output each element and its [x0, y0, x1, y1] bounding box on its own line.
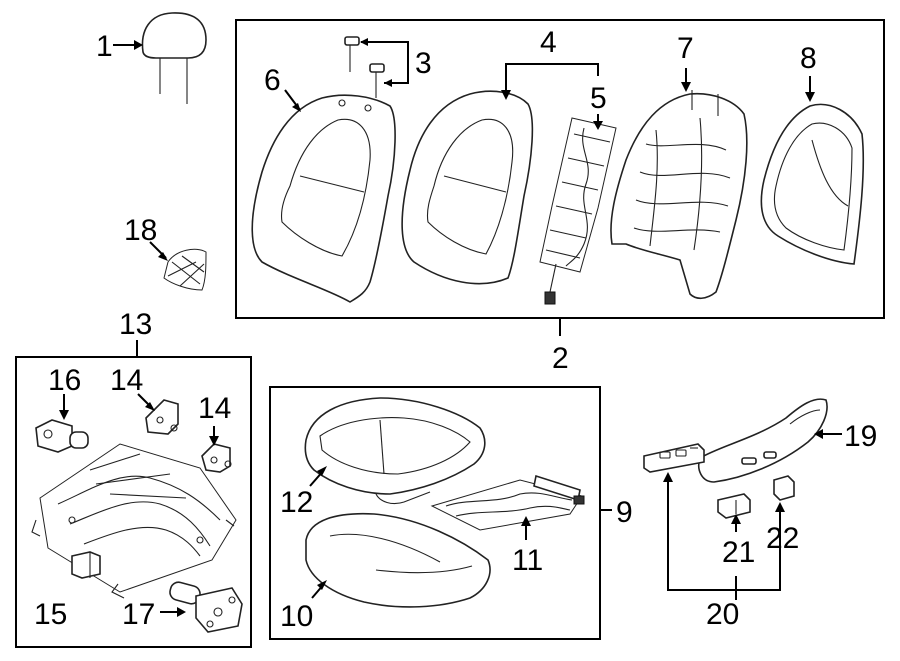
callout-11-arrowhead [521, 516, 531, 526]
callout-6: 6 [264, 64, 281, 97]
callout-12: 12 [280, 486, 313, 519]
callout-19: 19 [844, 420, 877, 453]
cushion-heater-part [430, 474, 585, 531]
slide-motor-part [169, 581, 243, 633]
callout-16-arrowhead [59, 410, 69, 420]
callout-14a-arrowhead [145, 402, 155, 411]
callout-7: 7 [677, 32, 694, 65]
callout-5-arrowhead [593, 121, 603, 130]
callout-14b: 14 [198, 392, 231, 425]
callout-3-arrowhead-a [360, 38, 368, 46]
cushion-cover-part [304, 397, 486, 505]
seat-back-panel-part [760, 103, 865, 265]
callout-6-arrowhead [292, 103, 301, 112]
callout-3-leader [361, 41, 409, 84]
callout-17-arrowhead [177, 607, 186, 617]
callout-20: 20 [706, 598, 739, 631]
callout-19-arrowhead [814, 429, 823, 439]
callout-10-arrowhead [317, 580, 327, 590]
callout-13: 13 [119, 308, 152, 341]
knob-part [717, 493, 751, 519]
cushion-pad-part [305, 512, 491, 608]
callout-20-arrowhead-b [775, 502, 785, 512]
callout-4: 4 [540, 26, 557, 59]
seat-heater-part [539, 117, 617, 305]
callout-3-arrowhead-b [384, 79, 392, 87]
callout-9: 9 [616, 496, 633, 529]
callout-1-arrowhead [134, 40, 143, 50]
seat-switch-part [643, 443, 705, 473]
callout-16: 16 [48, 364, 81, 397]
callout-18: 18 [124, 214, 157, 247]
callout-21-arrowhead [731, 514, 741, 524]
callout-20-leader [667, 478, 781, 591]
side-shield-part [698, 398, 828, 483]
height-motor-part [35, 419, 89, 453]
callout-20-arrowhead-a [663, 472, 673, 482]
callout-15: 15 [34, 598, 67, 631]
callout-3: 3 [415, 47, 432, 80]
callout-22: 22 [766, 522, 799, 555]
seat-cushion-group-box [269, 386, 601, 640]
seat-back-cover-part [251, 94, 396, 303]
callout-5: 5 [590, 82, 607, 115]
switch-block-part [71, 551, 101, 579]
callout-14a: 14 [110, 364, 143, 397]
bracket-upper-part [145, 399, 179, 435]
bracket-lower-part [201, 443, 232, 473]
seat-back-pad-part [401, 90, 534, 285]
clip-part [163, 248, 207, 291]
callout-8-arrowhead [805, 92, 815, 102]
callout-18-arrowhead [158, 252, 168, 261]
callout-2: 2 [552, 342, 569, 375]
callout-11: 11 [512, 544, 543, 577]
callout-4-leader [505, 63, 599, 92]
callout-1: 1 [96, 30, 113, 63]
callout-14b-arrowhead [209, 436, 219, 446]
headrest-part [141, 12, 207, 104]
seat-back-frame-part [610, 90, 748, 300]
callout-10: 10 [280, 600, 313, 633]
seat-track-group-box [15, 356, 252, 648]
bolts-part [344, 36, 385, 98]
small-knob-part [773, 475, 795, 501]
callout-7-arrowhead [681, 82, 691, 92]
callout-4-arrowhead [501, 90, 511, 100]
callout-8: 8 [800, 42, 817, 75]
callout-17: 17 [122, 598, 155, 631]
callout-12-arrowhead [317, 466, 327, 476]
callout-21: 21 [722, 536, 755, 569]
